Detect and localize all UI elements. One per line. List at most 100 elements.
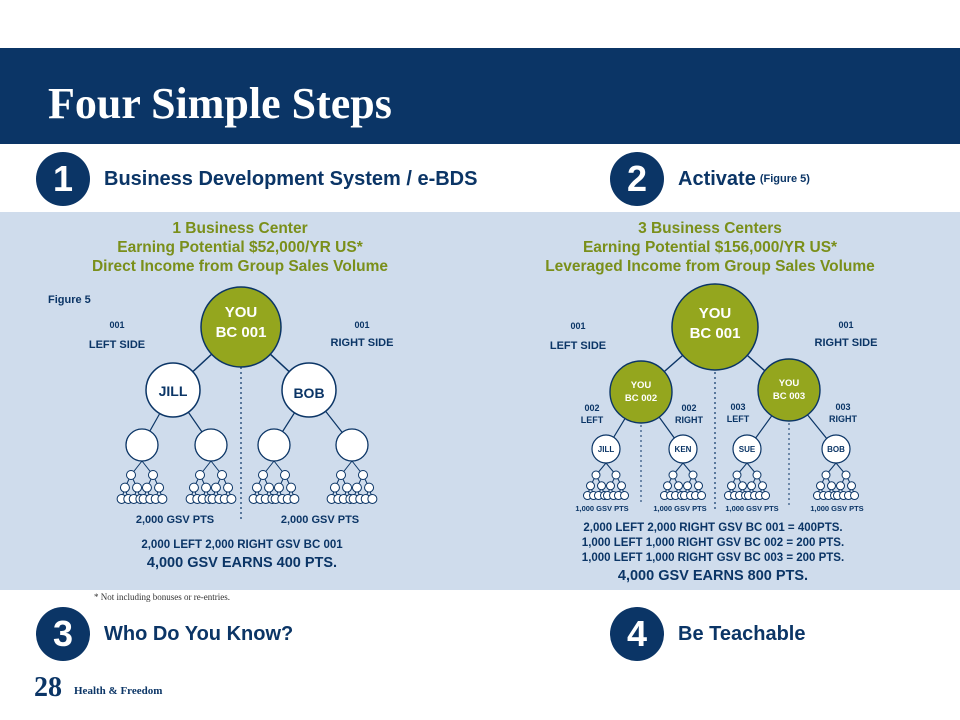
- left-side-code: 001: [570, 321, 585, 331]
- descendant-node: [850, 491, 860, 501]
- heading-line: Leveraged Income from Group Sales Volume: [545, 258, 875, 275]
- descendant-node: [617, 481, 626, 491]
- descendant-node: [280, 470, 290, 480]
- descendant-node: [336, 470, 346, 480]
- side-label: RIGHT: [675, 415, 704, 425]
- descendant-node: [251, 482, 262, 493]
- descendant-node: [841, 470, 851, 480]
- gsv-points-right: 2,000 GSV PTS: [281, 514, 359, 526]
- side-label: RIGHT: [829, 414, 858, 424]
- descendant-node: [367, 493, 378, 504]
- left-panel-heading: 1 Business Center Earning Potential $52,…: [40, 219, 440, 276]
- side-code: 003: [835, 402, 850, 412]
- descendant-node: [364, 482, 375, 493]
- root-node-code: BC 001: [690, 325, 741, 342]
- leaf-node-label: SUE: [739, 445, 756, 454]
- descendant-node: [597, 481, 606, 491]
- sub-center-node: [609, 360, 673, 424]
- descendant-node: [286, 482, 297, 493]
- footnote: * Not including bonuses or re-entries.: [94, 592, 230, 602]
- summary-line: 2,000 LEFT 2,000 RIGHT GSV BC 001 = 400P…: [583, 522, 842, 534]
- descendant-node: [821, 470, 831, 480]
- sub-center-label: YOU: [631, 380, 652, 391]
- descendant-node: [148, 470, 158, 480]
- descendant-node: [758, 481, 767, 491]
- right-panel-heading: 3 Business Centers Earning Potential $15…: [500, 219, 920, 276]
- page-title: Four Simple Steps: [48, 79, 392, 128]
- left-side-label: LEFT SIDE: [89, 339, 145, 351]
- descendant-node: [258, 470, 268, 480]
- descendant-node: [195, 470, 205, 480]
- right-side-code: 001: [354, 320, 369, 330]
- child-node-label: BOB: [293, 385, 324, 401]
- gsv-points-left: 2,000 GSV PTS: [136, 514, 214, 526]
- leaf-node: [591, 434, 621, 464]
- root-node-code: BC 001: [216, 324, 267, 341]
- root-node: [671, 283, 759, 371]
- descendant-node: [738, 481, 747, 491]
- descendant-node: [620, 491, 630, 501]
- step-number-badge: 2: [610, 152, 664, 206]
- descendant-node: [674, 481, 683, 491]
- descendant-node: [836, 481, 845, 491]
- descendant-node: [223, 482, 234, 493]
- summary-line: 1,000 LEFT 1,000 RIGHT GSV BC 002 = 200 …: [582, 537, 844, 549]
- descendant-node: [126, 470, 136, 480]
- descendant-node: [606, 481, 615, 491]
- step-label: Who Do You Know?: [104, 622, 294, 645]
- descendant-node: [141, 482, 152, 493]
- descendant-node: [157, 493, 168, 504]
- descendant-node: [697, 491, 707, 501]
- side-label: LEFT: [581, 415, 604, 425]
- root-node-label: YOU: [699, 305, 732, 322]
- descendant-node: [611, 470, 621, 480]
- descendant-node: [188, 482, 199, 493]
- right-side-code: 001: [838, 320, 853, 330]
- heading-line: Earning Potential $52,000/YR US*: [117, 239, 363, 256]
- sub-center-node: [757, 358, 821, 422]
- leaf-node-label: JILL: [598, 445, 615, 454]
- descendant-node: [668, 470, 678, 480]
- side-code: 002: [681, 403, 696, 413]
- sub-center-label: YOU: [779, 378, 800, 389]
- step-label: Be Teachable: [678, 622, 806, 645]
- heading-line: 3 Business Centers: [638, 220, 782, 237]
- sub-center-code: BC 002: [625, 393, 657, 404]
- step-number-badge: 4: [610, 607, 664, 661]
- leaf-node: [668, 434, 698, 464]
- descendant-node: [119, 482, 130, 493]
- left-side-label: LEFT SIDE: [550, 340, 606, 352]
- side-label: LEFT: [727, 414, 750, 424]
- descendant-node: [694, 481, 703, 491]
- step-label: Business Development System / e-BDS: [104, 167, 478, 190]
- descendant-node: [226, 493, 237, 504]
- heading-line: Direct Income from Group Sales Volume: [91, 258, 388, 275]
- descendant-node: [827, 481, 836, 491]
- grandchild-node: [257, 428, 291, 462]
- side-code: 002: [584, 403, 599, 413]
- descendant-node: [358, 470, 368, 480]
- descendant-node: [329, 482, 340, 493]
- gsv-points: 1,000 GSV PTS: [653, 504, 706, 513]
- descendant-node: [273, 482, 284, 493]
- descendant-node: [586, 481, 595, 491]
- descendant-node: [732, 470, 742, 480]
- descendant-node: [154, 482, 165, 493]
- step-4: 4 Be Teachable: [610, 607, 805, 661]
- heading-line: Earning Potential $156,000/YR US*: [582, 239, 838, 256]
- gsv-points: 1,000 GSV PTS: [810, 504, 863, 513]
- summary-total: 4,000 GSV EARNS 800 PTS.: [618, 568, 808, 584]
- publication-label: Health & Freedom: [74, 685, 163, 697]
- gsv-points: 1,000 GSV PTS: [725, 504, 778, 513]
- descendant-node: [727, 481, 736, 491]
- left-side-code: 001: [109, 320, 124, 330]
- descendant-node: [747, 481, 756, 491]
- gsv-points: 1,000 GSV PTS: [575, 504, 628, 513]
- tree-nodes: [116, 283, 860, 504]
- descendant-node: [210, 482, 221, 493]
- leaf-node: [732, 434, 762, 464]
- grandchild-node: [194, 428, 228, 462]
- child-node-label: JILL: [159, 383, 188, 399]
- summary-line: 1,000 LEFT 1,000 RIGHT GSV BC 003 = 200 …: [582, 552, 844, 564]
